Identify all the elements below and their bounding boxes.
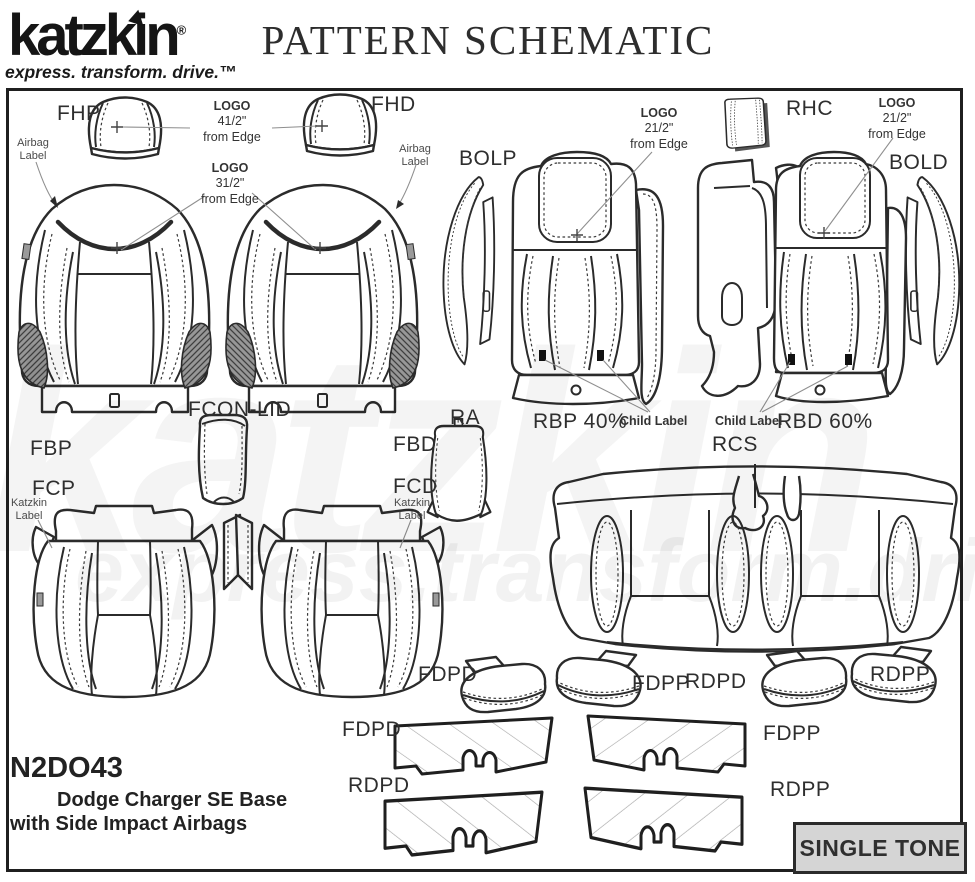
rdpp-door-panel <box>583 786 744 853</box>
annotation-line: from Edge <box>203 129 261 144</box>
label-rbd: RBD 60% <box>777 410 873 433</box>
annotation-child-label-right: Child Label <box>715 414 783 428</box>
label-fcp: FCP <box>32 477 76 500</box>
label-bold: BOLD <box>889 151 949 174</box>
annotation-line: Label <box>15 510 43 523</box>
annotation-line: LOGO <box>640 106 678 120</box>
rcs-cushion-piece <box>549 464 961 653</box>
label-fdpp-armrest: FDPP <box>632 672 691 695</box>
annotation-line: from Edge <box>201 191 259 206</box>
single-tone-badge: SINGLE TONE <box>793 822 967 874</box>
annotation-logo-seatback: LOGO 31/2" from Edge <box>201 161 259 207</box>
brand-tagline: express. transform. drive.™ <box>5 62 237 82</box>
annotation-line: 21/2" <box>644 121 674 136</box>
label-fhp: FHP <box>57 102 101 125</box>
annotation-line: Katzkin <box>393 497 431 509</box>
label-rdpp-armrest: RDPP <box>870 663 931 686</box>
registered-mark: ® <box>176 22 187 38</box>
rbp-seatback-piece <box>510 150 665 406</box>
fhd-headrest-piece <box>302 93 378 157</box>
fcd-cushion-piece <box>234 504 445 699</box>
label-rhc: RHC <box>786 97 833 120</box>
annotation-line: Airbag <box>17 137 49 149</box>
bolp-bolster-piece <box>442 176 496 366</box>
annotation-line: from Edge <box>630 136 688 151</box>
annotation-line: 41/2" <box>217 114 247 129</box>
vehicle-name-line1: Dodge Charger SE Base <box>57 789 288 811</box>
label-rdpd-panel: RDPD <box>348 774 410 797</box>
katzkin-logo: katzkin® <box>8 2 186 69</box>
label-fbd: FBD <box>393 433 437 456</box>
rhc-headrest-piece <box>724 97 771 153</box>
label-fcon-lid: FCON-LID <box>188 398 292 421</box>
leader-lines <box>35 120 894 549</box>
label-rcs: RCS <box>712 433 758 456</box>
label-fcd: FCD <box>393 475 438 498</box>
annotation-katzkin-label-left: Katzkin Label <box>11 497 47 523</box>
label-fbp: FBP <box>30 437 73 460</box>
annotation-line: LOGO <box>878 96 916 110</box>
label-fdpd-panel: FDPD <box>342 718 402 741</box>
annotation-line: Katzkin <box>10 497 48 509</box>
annotation-airbag-label-left: Airbag Label <box>17 137 49 163</box>
annotation-line: Label <box>401 156 429 169</box>
rdpd-door-panel <box>383 790 544 857</box>
label-rbp: RBP 40% <box>533 410 628 433</box>
bold-bolster-piece <box>904 176 961 366</box>
annotation-line: Label <box>398 510 426 523</box>
rbd-seatback-piece <box>696 150 908 404</box>
annotation-line: LOGO <box>213 99 251 113</box>
fdpp-door-panel <box>586 714 747 774</box>
annotation-katzkin-label-right: Katzkin Label <box>394 497 430 523</box>
annotation-logo-rear-left: LOGO 21/2" from Edge <box>630 106 688 152</box>
annotation-line: Airbag <box>399 143 431 155</box>
fbp-seatback-piece <box>18 185 211 412</box>
annotation-line: LOGO <box>211 161 249 175</box>
page-title: PATTERN SCHEMATIC <box>261 17 715 63</box>
label-fdpd-armrest: FDPD <box>418 663 478 686</box>
brand-wordmark: katzkin <box>8 3 181 68</box>
label-rdpd-armrest: RDPD <box>685 670 747 693</box>
logo-position-markers <box>111 120 830 254</box>
ra-armrest-piece <box>426 418 492 522</box>
annotation-logo-rear-right: LOGO 21/2" from Edge <box>868 96 926 142</box>
pattern-code: N2DO43 <box>10 752 123 784</box>
rdpd-armrest-pad <box>761 649 848 708</box>
label-fdpp-panel: FDPP <box>763 722 822 745</box>
annotation-logo-headrest: LOGO 41/2" from Edge <box>203 99 261 145</box>
annotation-line: 21/2" <box>882 111 912 126</box>
label-bolp: BOLP <box>459 147 518 170</box>
vehicle-name-line2: with Side Impact Airbags <box>10 813 248 835</box>
label-fhd: FHD <box>371 93 416 116</box>
fbd-seatback-piece <box>226 185 419 412</box>
fcp-cushion-piece <box>31 504 242 699</box>
annotation-line: 31/2" <box>215 176 245 191</box>
label-rdpp-panel: RDPP <box>770 778 831 801</box>
annotation-child-label-left: Child Label <box>620 414 688 428</box>
annotation-airbag-label-right: Airbag Label <box>399 143 431 169</box>
annotation-line: from Edge <box>868 126 926 141</box>
fdpp-armrest-pad <box>555 649 642 708</box>
fdpd-door-panel <box>393 716 554 776</box>
fcon-lid-piece <box>197 413 249 506</box>
label-ra: RA <box>450 406 481 429</box>
annotation-line: Label <box>19 150 47 163</box>
